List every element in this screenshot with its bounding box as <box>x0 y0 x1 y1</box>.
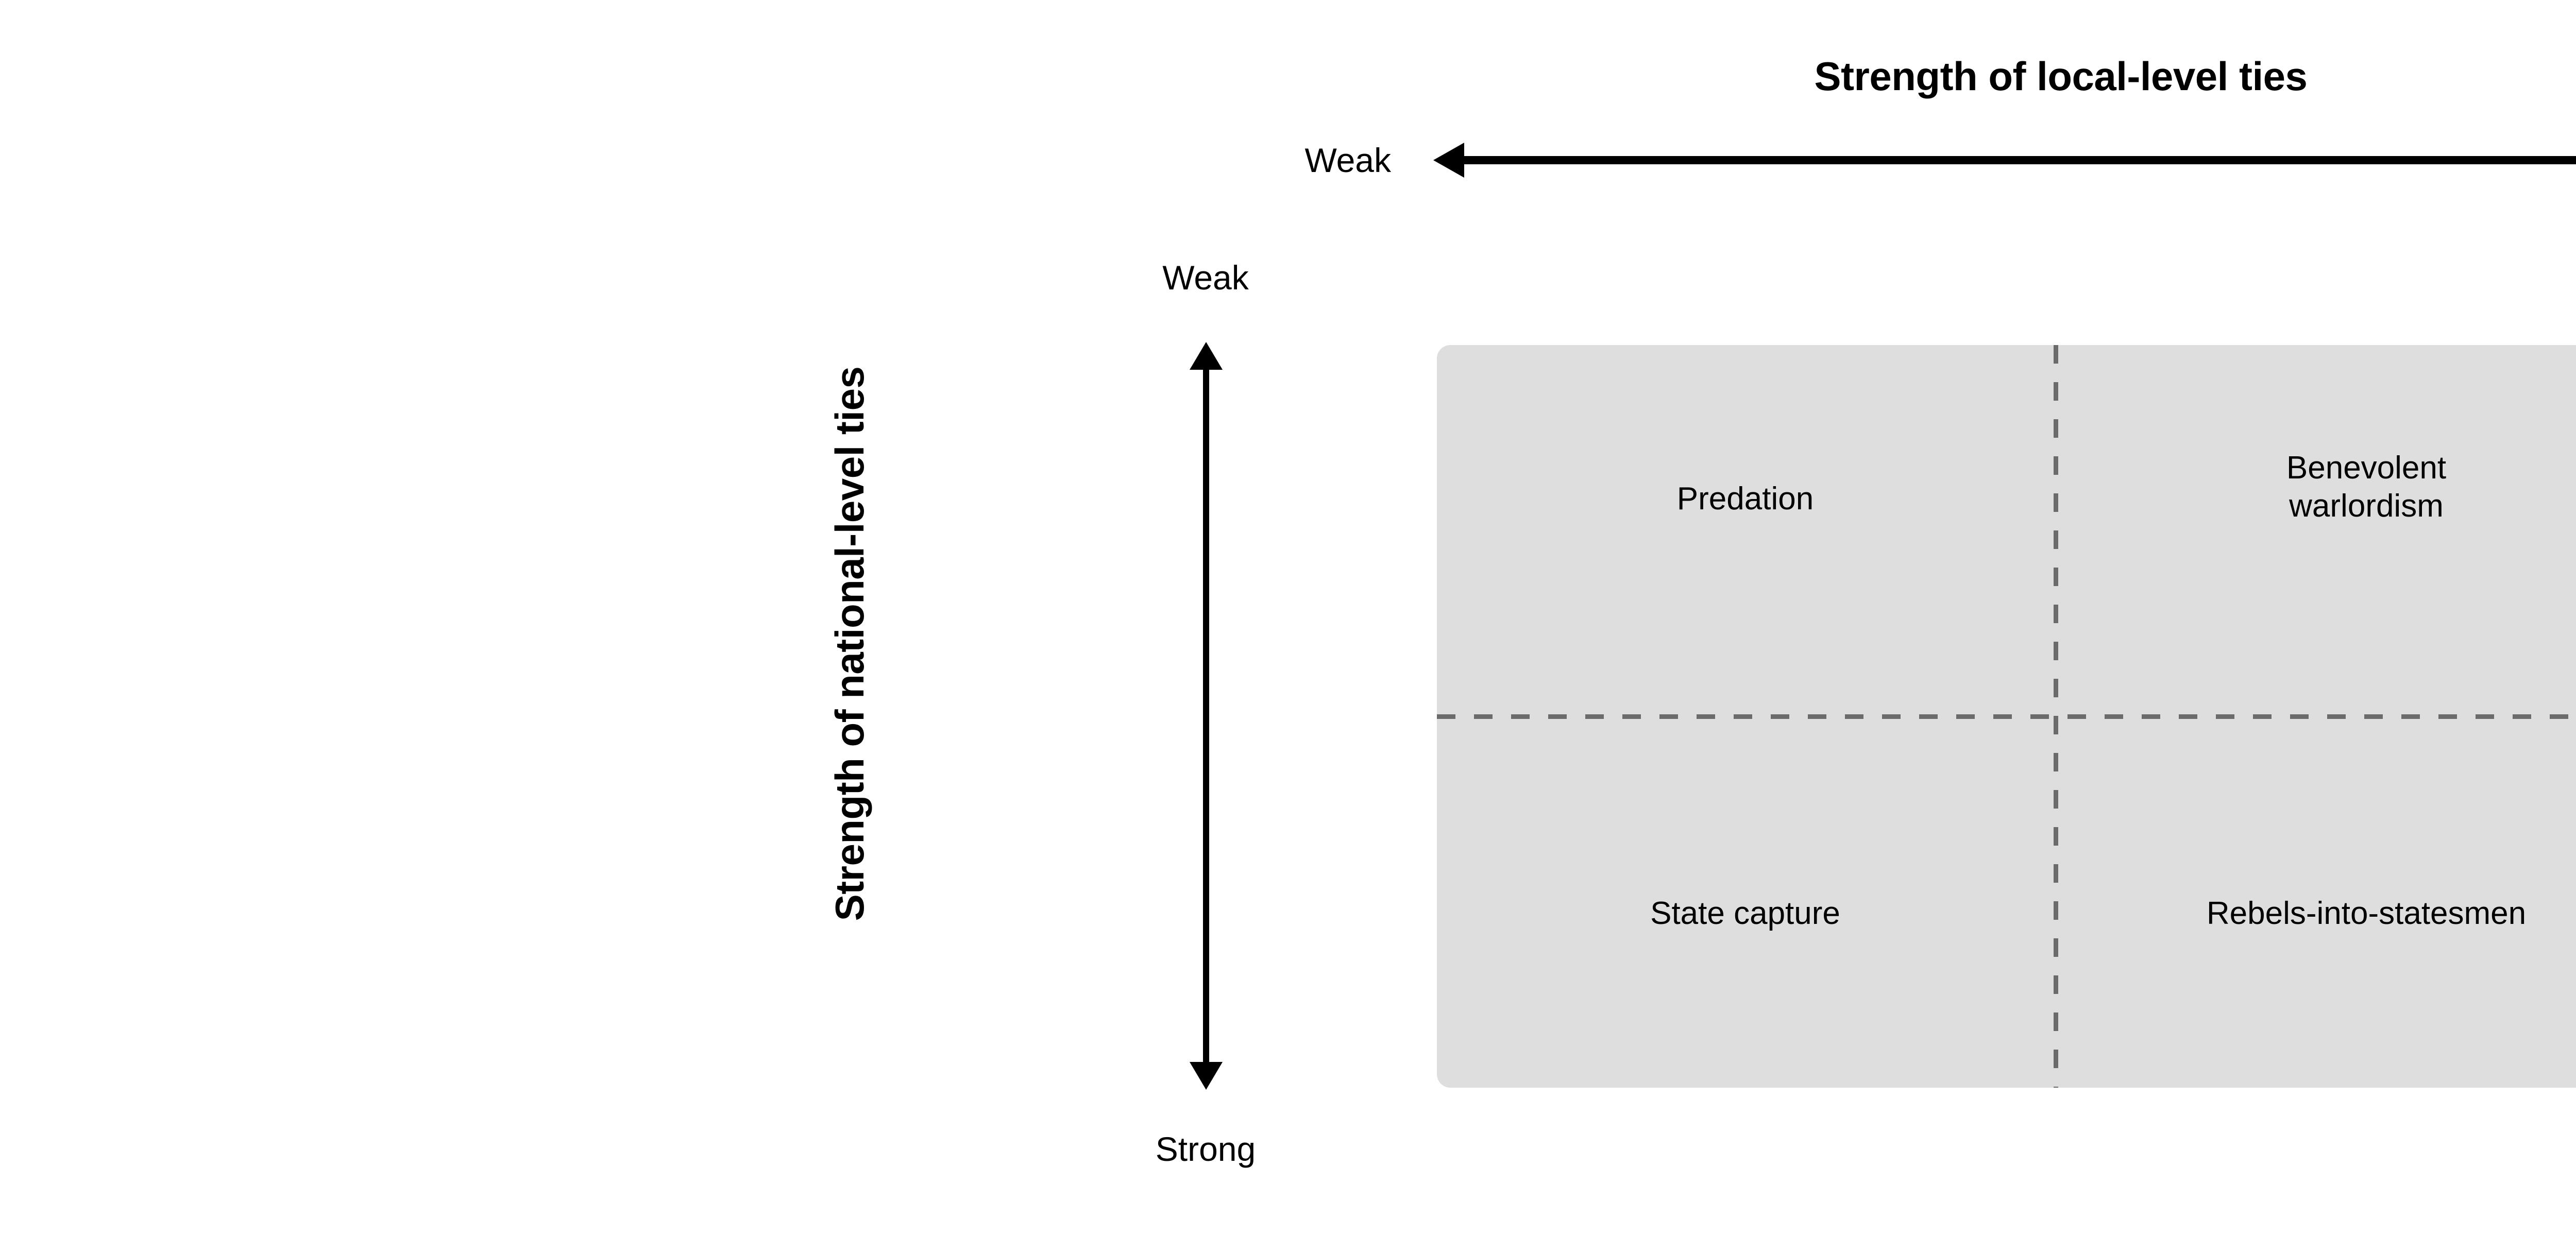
x-axis-double-arrow-icon <box>1433 143 2576 178</box>
quadrant-top-right: Benevolent warlordism <box>2058 345 2576 714</box>
matrix-panel: Predation Benevolent warlordism State ca… <box>1437 345 2576 1088</box>
quadrant-bottom-right-label: Rebels-into-statesmen <box>2206 896 2527 932</box>
quadrant-top-right-label-line1: Benevolent <box>2286 450 2447 486</box>
y-axis-title: Strength of national-level ties <box>827 366 873 921</box>
quadrant-bottom-right: Rebels-into-statesmen <box>2058 719 2576 1088</box>
y-axis-label-strong: Strong <box>1155 1130 1256 1168</box>
x-axis-title: Strength of local-level ties <box>1814 54 2308 99</box>
vertical-divider-dashed <box>2054 345 2058 1088</box>
quadrant-bottom-left-label: State capture <box>1650 896 1840 932</box>
y-axis-label-weak: Weak <box>1162 259 1249 297</box>
quadrant-top-right-label: Benevolent warlordism <box>2286 449 2446 524</box>
quadrant-bottom-left: State capture <box>1437 719 2054 1088</box>
quadrant-top-right-label-line2: warlordism <box>2289 488 2444 524</box>
horizontal-divider-dashed <box>1437 714 2576 719</box>
quadrant-top-left: Predation <box>1437 345 2054 714</box>
x-axis-label-weak: Weak <box>1304 141 1391 179</box>
y-axis-double-arrow-icon <box>1190 342 1223 1090</box>
quadrant-top-left-label: Predation <box>1676 480 1814 517</box>
